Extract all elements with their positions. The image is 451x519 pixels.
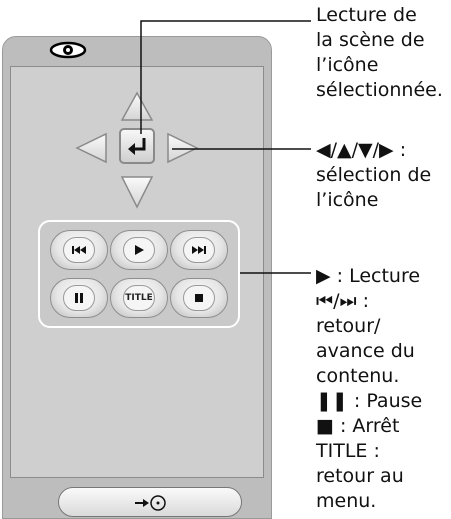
leader-line-enter (140, 20, 311, 134)
previous-icon (72, 246, 86, 254)
title-button-label: TITLE (125, 293, 153, 303)
play-button[interactable] (110, 230, 168, 270)
triangle-right-icon[interactable] (167, 132, 199, 164)
title-button[interactable]: TITLE (110, 278, 168, 318)
enter-button[interactable] (119, 128, 155, 164)
next-button[interactable] (170, 230, 228, 270)
callout-playback: ▶ : Lecture ⏮/⏭ : retour/ avance du cont… (316, 265, 423, 512)
triangle-left-icon[interactable] (75, 132, 107, 164)
return-button[interactable] (58, 487, 242, 517)
next-icon (192, 246, 206, 254)
callout-arrows: ◀/▲/▼/▶ : sélection de l’icône (316, 139, 432, 211)
eye-icon (49, 41, 87, 59)
enter-arrow-icon (128, 138, 146, 155)
pause-button[interactable] (50, 278, 108, 318)
callout-enter: Lecture de la scène de l’icône sélection… (316, 4, 443, 101)
stop-button[interactable] (170, 278, 228, 318)
triangle-up-icon[interactable] (120, 91, 154, 121)
triangle-down-icon[interactable] (120, 176, 154, 209)
play-icon (135, 245, 144, 255)
previous-button[interactable] (50, 230, 108, 270)
return-to-disc-icon (135, 495, 166, 511)
stop-icon (195, 294, 203, 302)
pause-icon (75, 293, 83, 303)
dpad (75, 91, 199, 209)
